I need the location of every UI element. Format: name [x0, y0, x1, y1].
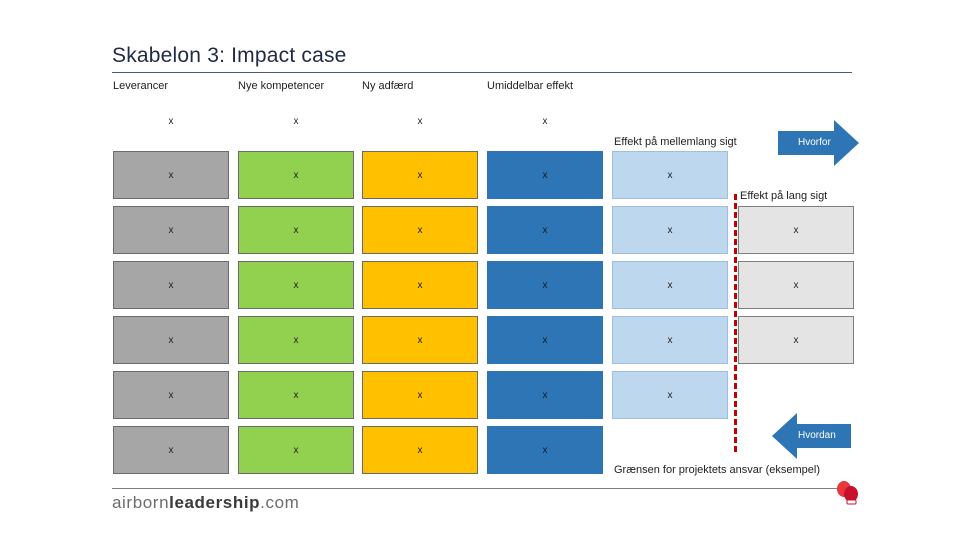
cell-behaviour[interactable]: x	[362, 151, 478, 199]
cell-competences[interactable]: x	[238, 151, 354, 199]
cell-immediate-effect[interactable]: x	[487, 261, 603, 309]
cell-competences[interactable]: x	[238, 206, 354, 254]
long-term-label: Effekt på lang sigt	[740, 190, 828, 202]
mid-term-label: Effekt på mellemlang sigt	[614, 136, 737, 148]
cell-mid-term-effect[interactable]: x	[612, 151, 728, 199]
cell-immediate-effect[interactable]: x	[487, 316, 603, 364]
column-header-deliverables: Leverancer	[113, 80, 169, 92]
cell-long-term-effect[interactable]: x	[738, 316, 854, 364]
column-header-immediate-effect: Umiddelbar effekt	[487, 80, 574, 92]
title-divider	[112, 72, 852, 73]
cell-immediate-effect[interactable]: x	[487, 426, 603, 474]
cell-behaviour[interactable]: x	[362, 316, 478, 364]
footer-divider	[112, 488, 852, 489]
free-mark-behaviour: x	[417, 116, 423, 127]
arrow-left-icon	[772, 413, 851, 459]
cell-deliverables[interactable]: x	[113, 371, 229, 419]
cell-behaviour[interactable]: x	[362, 206, 478, 254]
column-header-behaviour: Ny adfærd	[362, 80, 414, 92]
cell-mid-term-effect[interactable]: x	[612, 316, 728, 364]
cell-behaviour[interactable]: x	[362, 261, 478, 309]
free-mark-immediate: x	[542, 116, 548, 127]
logo-text-suffix: .com	[260, 493, 300, 512]
free-mark-competences: x	[293, 116, 299, 127]
cell-competences[interactable]: x	[238, 261, 354, 309]
cell-long-term-effect[interactable]: x	[738, 206, 854, 254]
cell-immediate-effect[interactable]: x	[487, 151, 603, 199]
cell-immediate-effect[interactable]: x	[487, 371, 603, 419]
cell-competences[interactable]: x	[238, 371, 354, 419]
cell-mid-term-effect[interactable]: x	[612, 371, 728, 419]
cell-behaviour[interactable]: x	[362, 371, 478, 419]
cell-long-term-effect[interactable]: x	[738, 261, 854, 309]
cell-behaviour[interactable]: x	[362, 426, 478, 474]
how-arrow-label: Hvordan	[798, 430, 836, 441]
cell-mid-term-effect[interactable]: x	[612, 261, 728, 309]
logo-text-bold: leadership	[169, 493, 261, 512]
cell-deliverables[interactable]: x	[113, 206, 229, 254]
cell-deliverables[interactable]: x	[113, 151, 229, 199]
column-header-competences: Nye kompetencer	[238, 80, 325, 92]
cell-deliverables[interactable]: x	[113, 316, 229, 364]
cell-immediate-effect[interactable]: x	[487, 206, 603, 254]
cell-mid-term-effect[interactable]: x	[612, 206, 728, 254]
logo-text-light: airborn	[112, 493, 170, 512]
why-arrow-label: Hvorfor	[798, 137, 831, 148]
responsibility-boundary-line	[734, 194, 737, 452]
cell-competences[interactable]: x	[238, 316, 354, 364]
boundary-label: Grænsen for projektets ansvar (eksempel)	[614, 464, 821, 476]
arrow-right-icon	[778, 120, 859, 166]
why-arrow	[778, 120, 859, 166]
cell-deliverables[interactable]: x	[113, 261, 229, 309]
free-mark-deliverables: x	[168, 116, 174, 127]
company-logo[interactable]: airbornleadership.com	[112, 493, 299, 513]
cell-competences[interactable]: x	[238, 426, 354, 474]
cell-deliverables[interactable]: x	[113, 426, 229, 474]
boxing-gloves-icon	[837, 481, 858, 505]
how-arrow	[772, 413, 851, 459]
page-title: Skabelon 3: Impact case	[112, 44, 347, 67]
